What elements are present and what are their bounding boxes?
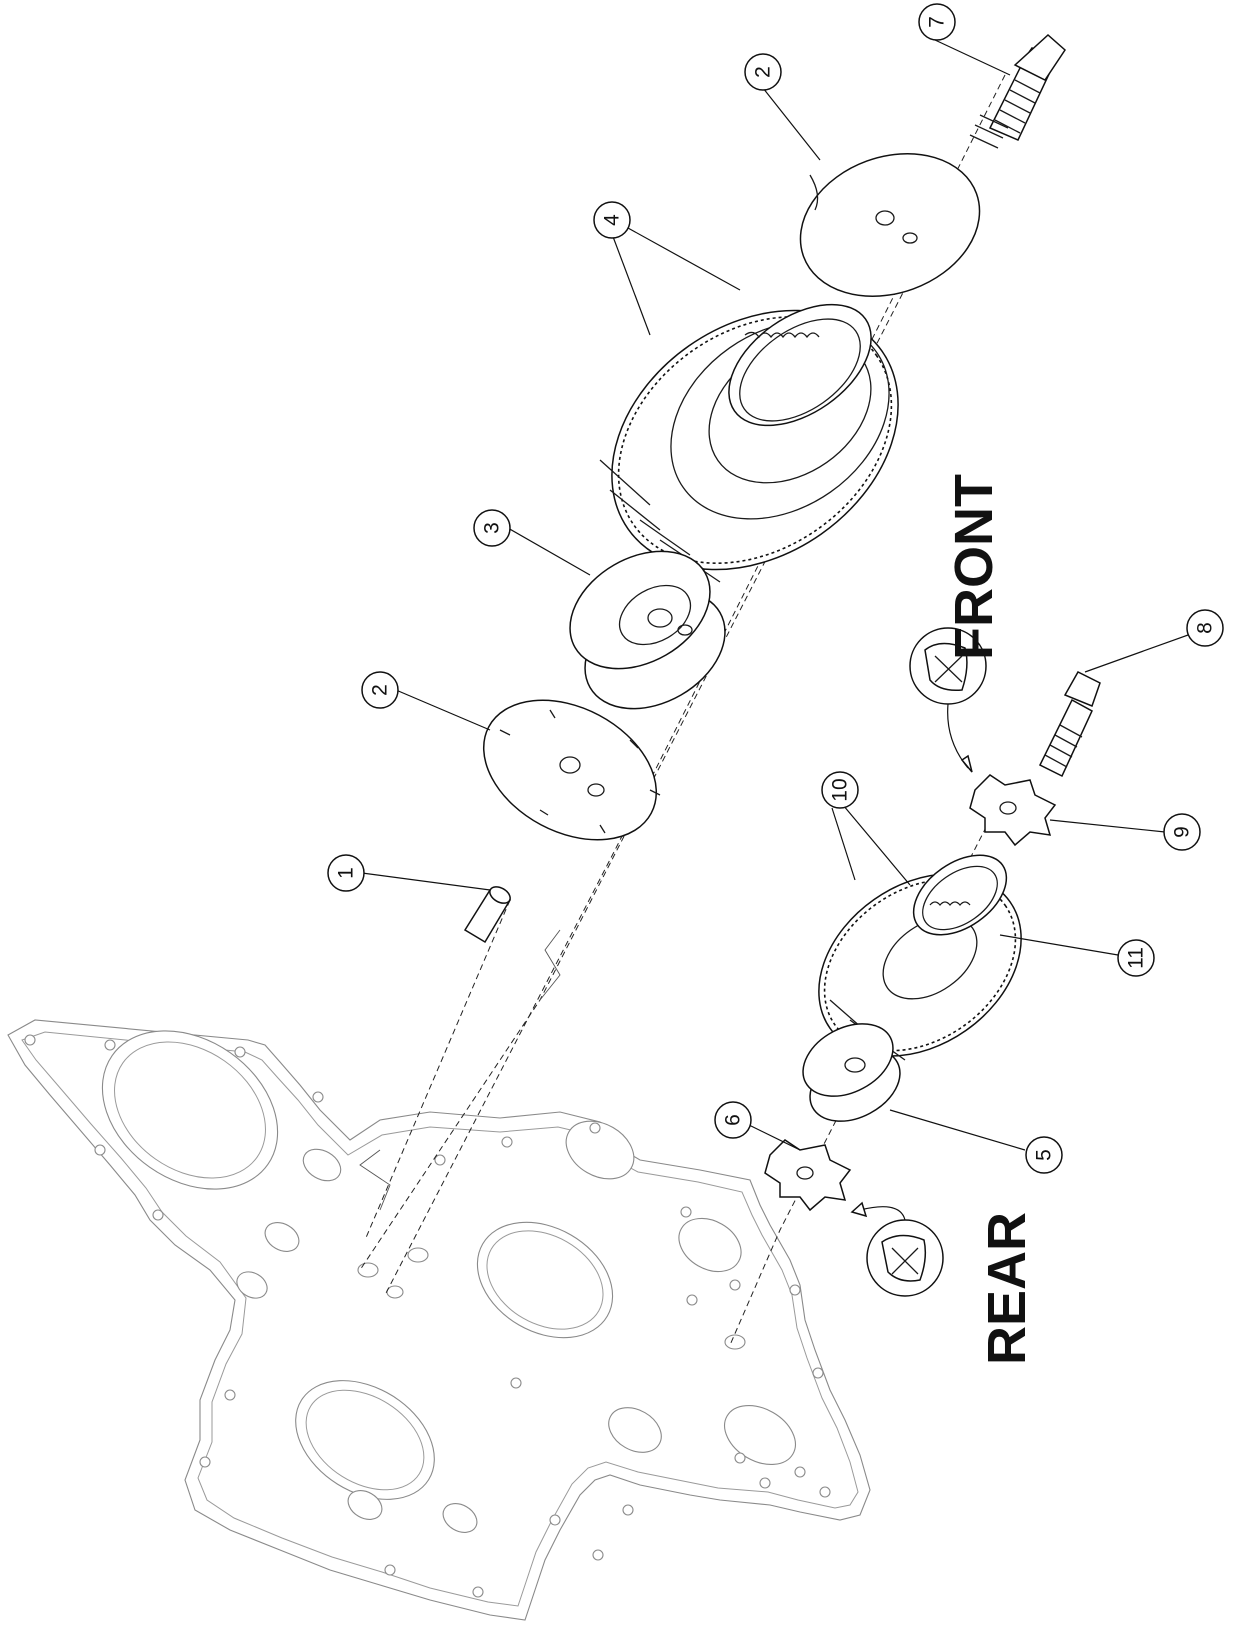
part-hub-10 [802,1023,901,1122]
callout-2a: 2 [744,53,782,91]
timing-plate [7,1019,871,1621]
callout-2b: 2 [361,671,399,709]
callout-11: 6 [714,1101,752,1139]
callout-5-label: 7 [926,16,949,28]
part-bolt-6 [1038,671,1101,778]
callout-1: 1 [327,854,365,892]
callout-5: 7 [918,3,956,41]
detail-view-front [909,627,987,773]
part-thrust-plate-upper [799,153,981,297]
callout-7: 9 [1163,813,1201,851]
callout-1-label: 1 [335,867,358,879]
callout-8-label: 10 [829,778,852,801]
part-bushing-4 [728,303,872,427]
callout-11-label: 6 [722,1114,745,1126]
callout-3-label: 3 [481,522,504,534]
callout-4-label: 4 [601,214,624,226]
part-lock-plate-11 [764,1139,852,1212]
front-label: FRONT [944,474,1004,660]
leader-lines [361,39,1189,1151]
rear-label: REAR [977,1212,1037,1365]
callout-2a-label: 2 [752,66,775,78]
detail-view-rear [850,1201,944,1297]
callout-6: 8 [1186,609,1224,647]
callout-3: 3 [473,509,511,547]
callout-6-label: 8 [1194,622,1217,634]
callout-10-label: 5 [1033,1149,1056,1161]
callout-9-label: 11 [1125,947,1148,969]
part-bushing-9 [912,854,1008,936]
part-lock-plate-7 [969,774,1057,847]
callout-2b-label: 2 [369,684,392,696]
part-hub-3 [569,550,726,710]
part-bolt-5 [969,33,1066,149]
part-thrust-plate-lower [482,699,661,841]
callout-9: 11 [1117,939,1155,977]
callout-4: 4 [593,201,631,239]
part-dowel-pin-1 [463,886,512,944]
callout-10: 5 [1025,1136,1063,1174]
callout-7-label: 9 [1171,826,1194,838]
callout-8: 10 [821,771,859,809]
